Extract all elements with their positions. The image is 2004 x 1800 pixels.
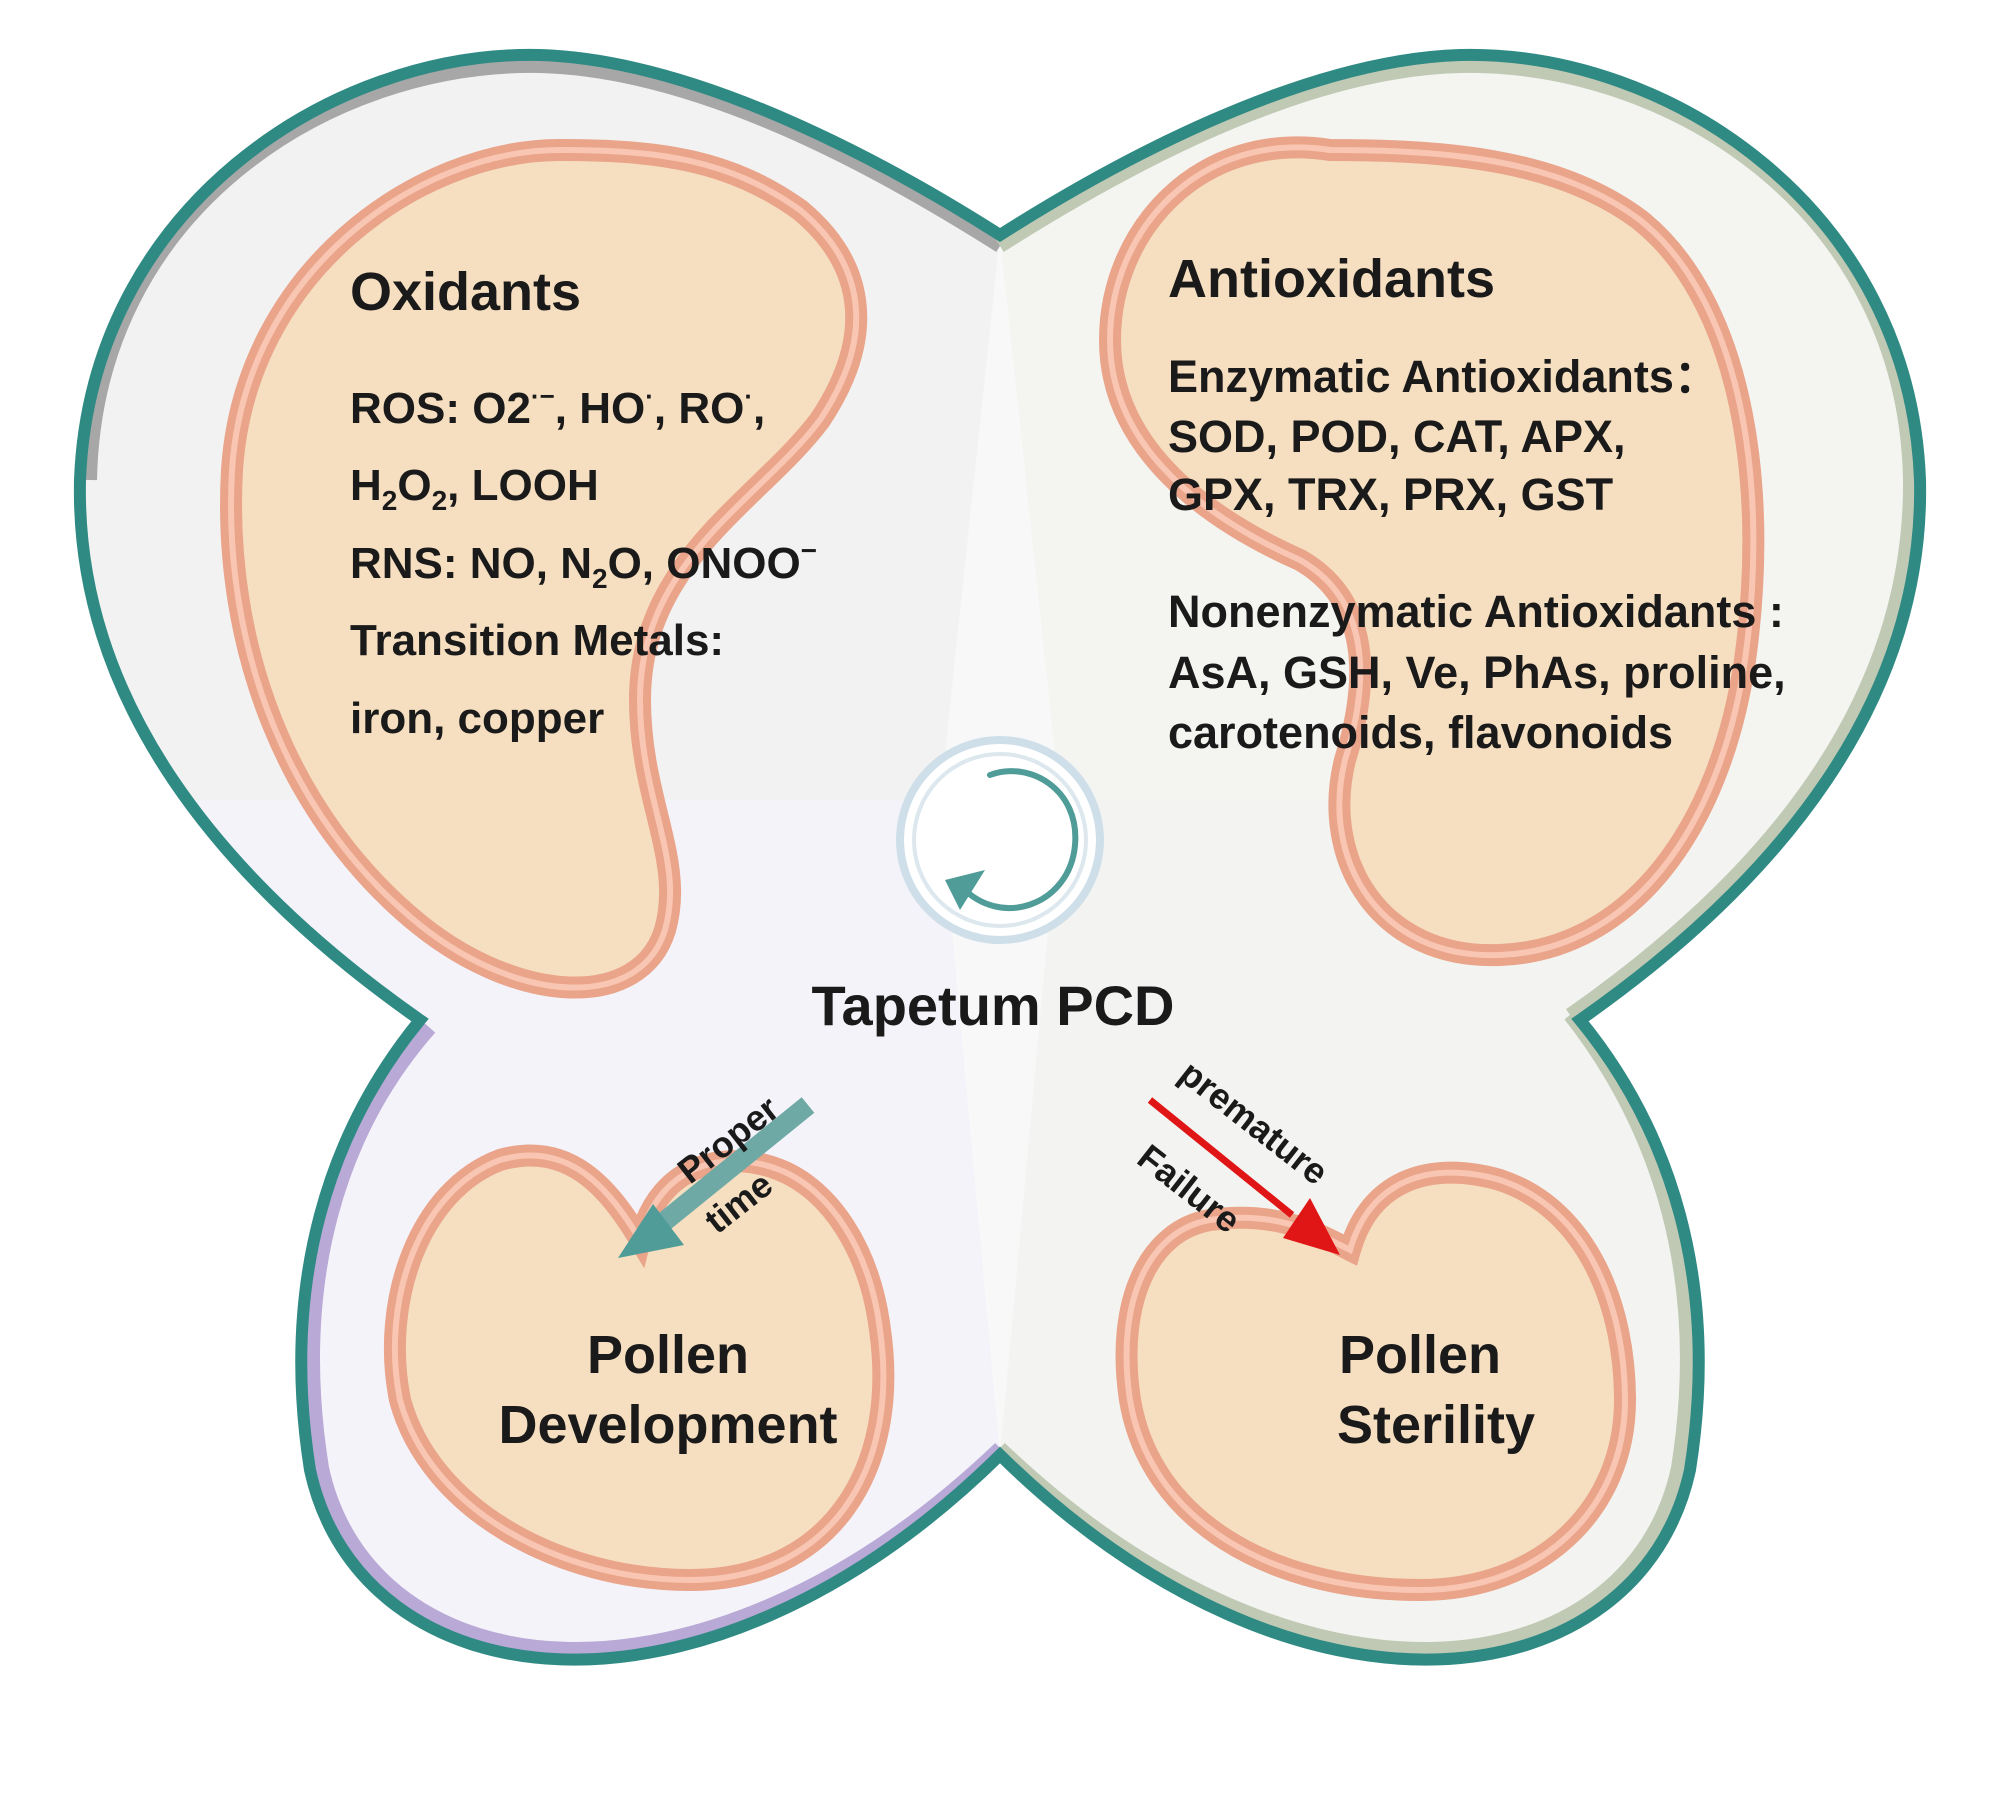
cycle-icon [896,736,1104,944]
enzymatic-line-2: GPX, TRX, PRX, GST [1168,469,1613,520]
oxidants-ros-line: ROS: O2·−, HO·, RO·, [350,381,765,433]
anther-outline [73,48,1927,1666]
proper-time-arrowhead [618,1204,684,1258]
oxidants-rns-line: RNS: NO, N2O, ONOO− [350,535,817,594]
nonenzymatic-line-1: AsA, GSH, Ve, PhAs, proline, [1168,647,1786,698]
pollen-sterility-line2: Sterility [1337,1395,1535,1455]
pollen-development-line2: Development [498,1395,837,1455]
antioxidants-title: Antioxidants [1168,249,1495,309]
nonenzymatic-heading: Nonenzymatic Antioxidants : [1168,586,1784,637]
nonenzymatic-line-2: carotenoids, flavonoids [1168,707,1673,758]
tapetum-pcd-label: Tapetum PCD [812,974,1175,1037]
pollen-sterility-line1: Pollen [1339,1325,1501,1385]
oxidants-h2o2-line: H2O2, LOOH [350,461,599,516]
oxidants-metals-line: Transition Metals: [350,616,724,665]
oxidants-title: Oxidants [350,262,581,322]
enzymatic-heading: Enzymatic Antioxidants： [1168,351,1719,402]
proper-time-arrow [653,1097,815,1233]
pollen-development-line1: Pollen [587,1325,749,1385]
premature-arrowhead [1283,1198,1340,1255]
enzymatic-line-1: SOD, POD, CAT, APX, [1168,411,1626,462]
oxidants-metals-examples: iron, copper [350,694,604,743]
premature-arrow [1147,1097,1295,1218]
